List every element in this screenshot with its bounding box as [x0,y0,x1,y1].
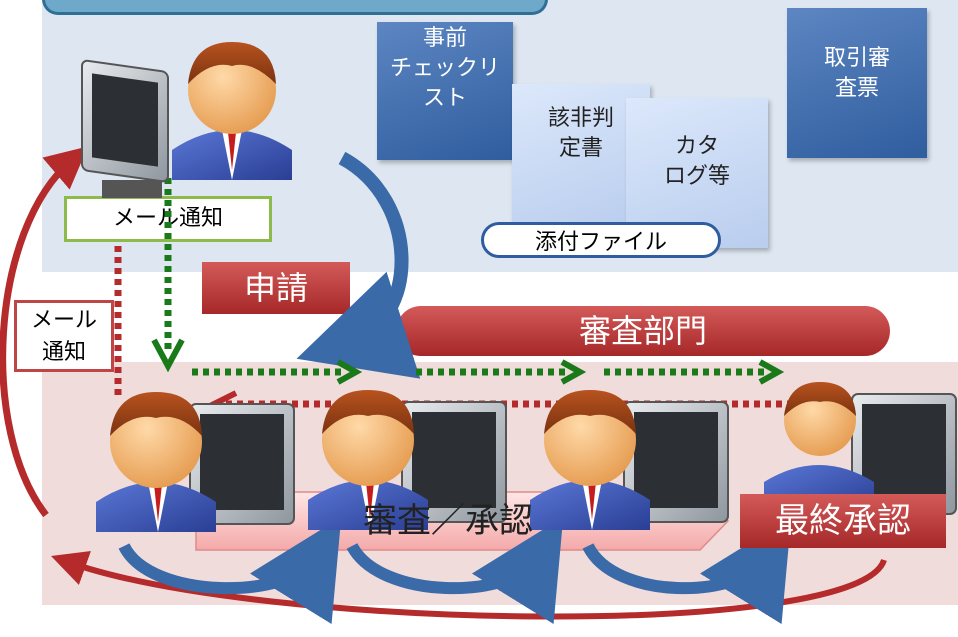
green-down-head [151,338,185,373]
catalog-line-1: カタ [674,134,719,159]
reviewer-person-2 [308,390,507,530]
reviewer-person-1 [96,392,295,532]
mail-notice-return-top-line-2: 通知 [41,340,86,365]
hop-arrow-2 [346,517,564,625]
hop-arrow-3 [582,517,792,625]
review-department-label: 審査部門 [396,306,890,356]
final-approval-label-top: 最終承認 [740,494,946,548]
classification-line-1: 該非判 [547,106,614,131]
precheck-line-1: 事前 [422,26,467,51]
classification-line-2: 定書 [558,136,603,161]
precheck-line-2: チェックリ [389,56,500,81]
return-left-arrow [0,146,88,518]
review-approval-label-top: 審査／承認 [363,501,533,541]
catalog-line-2: ログ等 [663,164,730,189]
application-flow-arrow [296,151,421,379]
precheck-line-3: スト [422,86,467,111]
mail-notice-return-top-line-1: メール [30,308,97,333]
attachment-label: 添付ファイル [481,222,721,258]
transaction-review-document: 取引審 査票 [787,8,927,158]
mail-notice-return-label-top: メール 通知 [14,300,114,372]
transaction-line-1: 取引審 [823,46,890,71]
reviewer-person-3 [530,390,729,530]
applicant-person [81,42,292,198]
precheck-document: 事前 チェックリ スト [377,22,513,160]
hop-arrow-1 [118,517,342,625]
transaction-line-2: 査票 [834,76,879,101]
